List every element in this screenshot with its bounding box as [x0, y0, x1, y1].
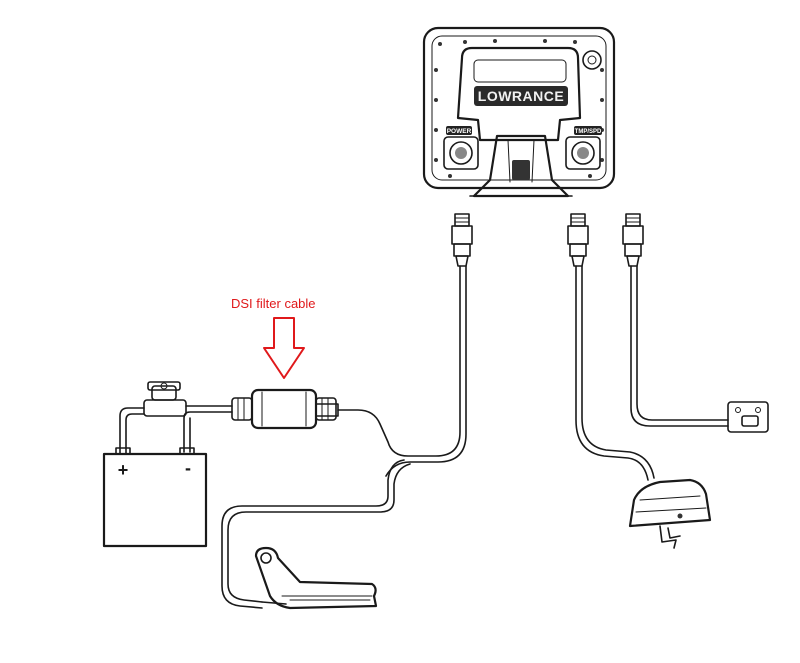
battery-case	[102, 452, 208, 548]
brand-plate	[474, 86, 568, 106]
battery: + -	[102, 447, 208, 548]
brand-logo: LOWRANCE	[478, 88, 564, 104]
battery-positive-label: +	[118, 460, 129, 480]
transducer-cable	[575, 265, 655, 481]
dsi-annotation: DSI filter cable	[231, 296, 316, 379]
transom-transducer	[254, 546, 378, 610]
speed-sensor	[727, 401, 769, 433]
main-harness-cable	[221, 265, 467, 609]
mount-knob	[582, 50, 602, 70]
dsi-filter-label: DSI filter cable	[231, 296, 316, 311]
fuse-holder	[143, 381, 187, 417]
power-port	[443, 136, 479, 170]
transducer-port	[565, 136, 601, 170]
down-arrow-icon	[263, 317, 305, 379]
battery-leads	[119, 405, 233, 455]
dsi-filter	[231, 388, 339, 430]
unit-rear-body	[456, 46, 582, 142]
speed-sensor-cable	[630, 265, 729, 427]
power-connector-plug	[451, 213, 473, 267]
transducer-connector-plug	[567, 213, 589, 267]
bezel-screws	[434, 39, 604, 178]
battery-negative-label: -	[185, 458, 191, 478]
fishfinder-unit: LOWRANCE POWER TMP/SPD	[422, 26, 616, 198]
hull-transducer	[628, 478, 712, 549]
transducer-port-label: TMP/SPD	[575, 129, 602, 135]
power-port-label: POWER	[447, 128, 472, 135]
unit-housing	[422, 26, 616, 190]
speed-sensor-connector-plug	[622, 213, 644, 267]
